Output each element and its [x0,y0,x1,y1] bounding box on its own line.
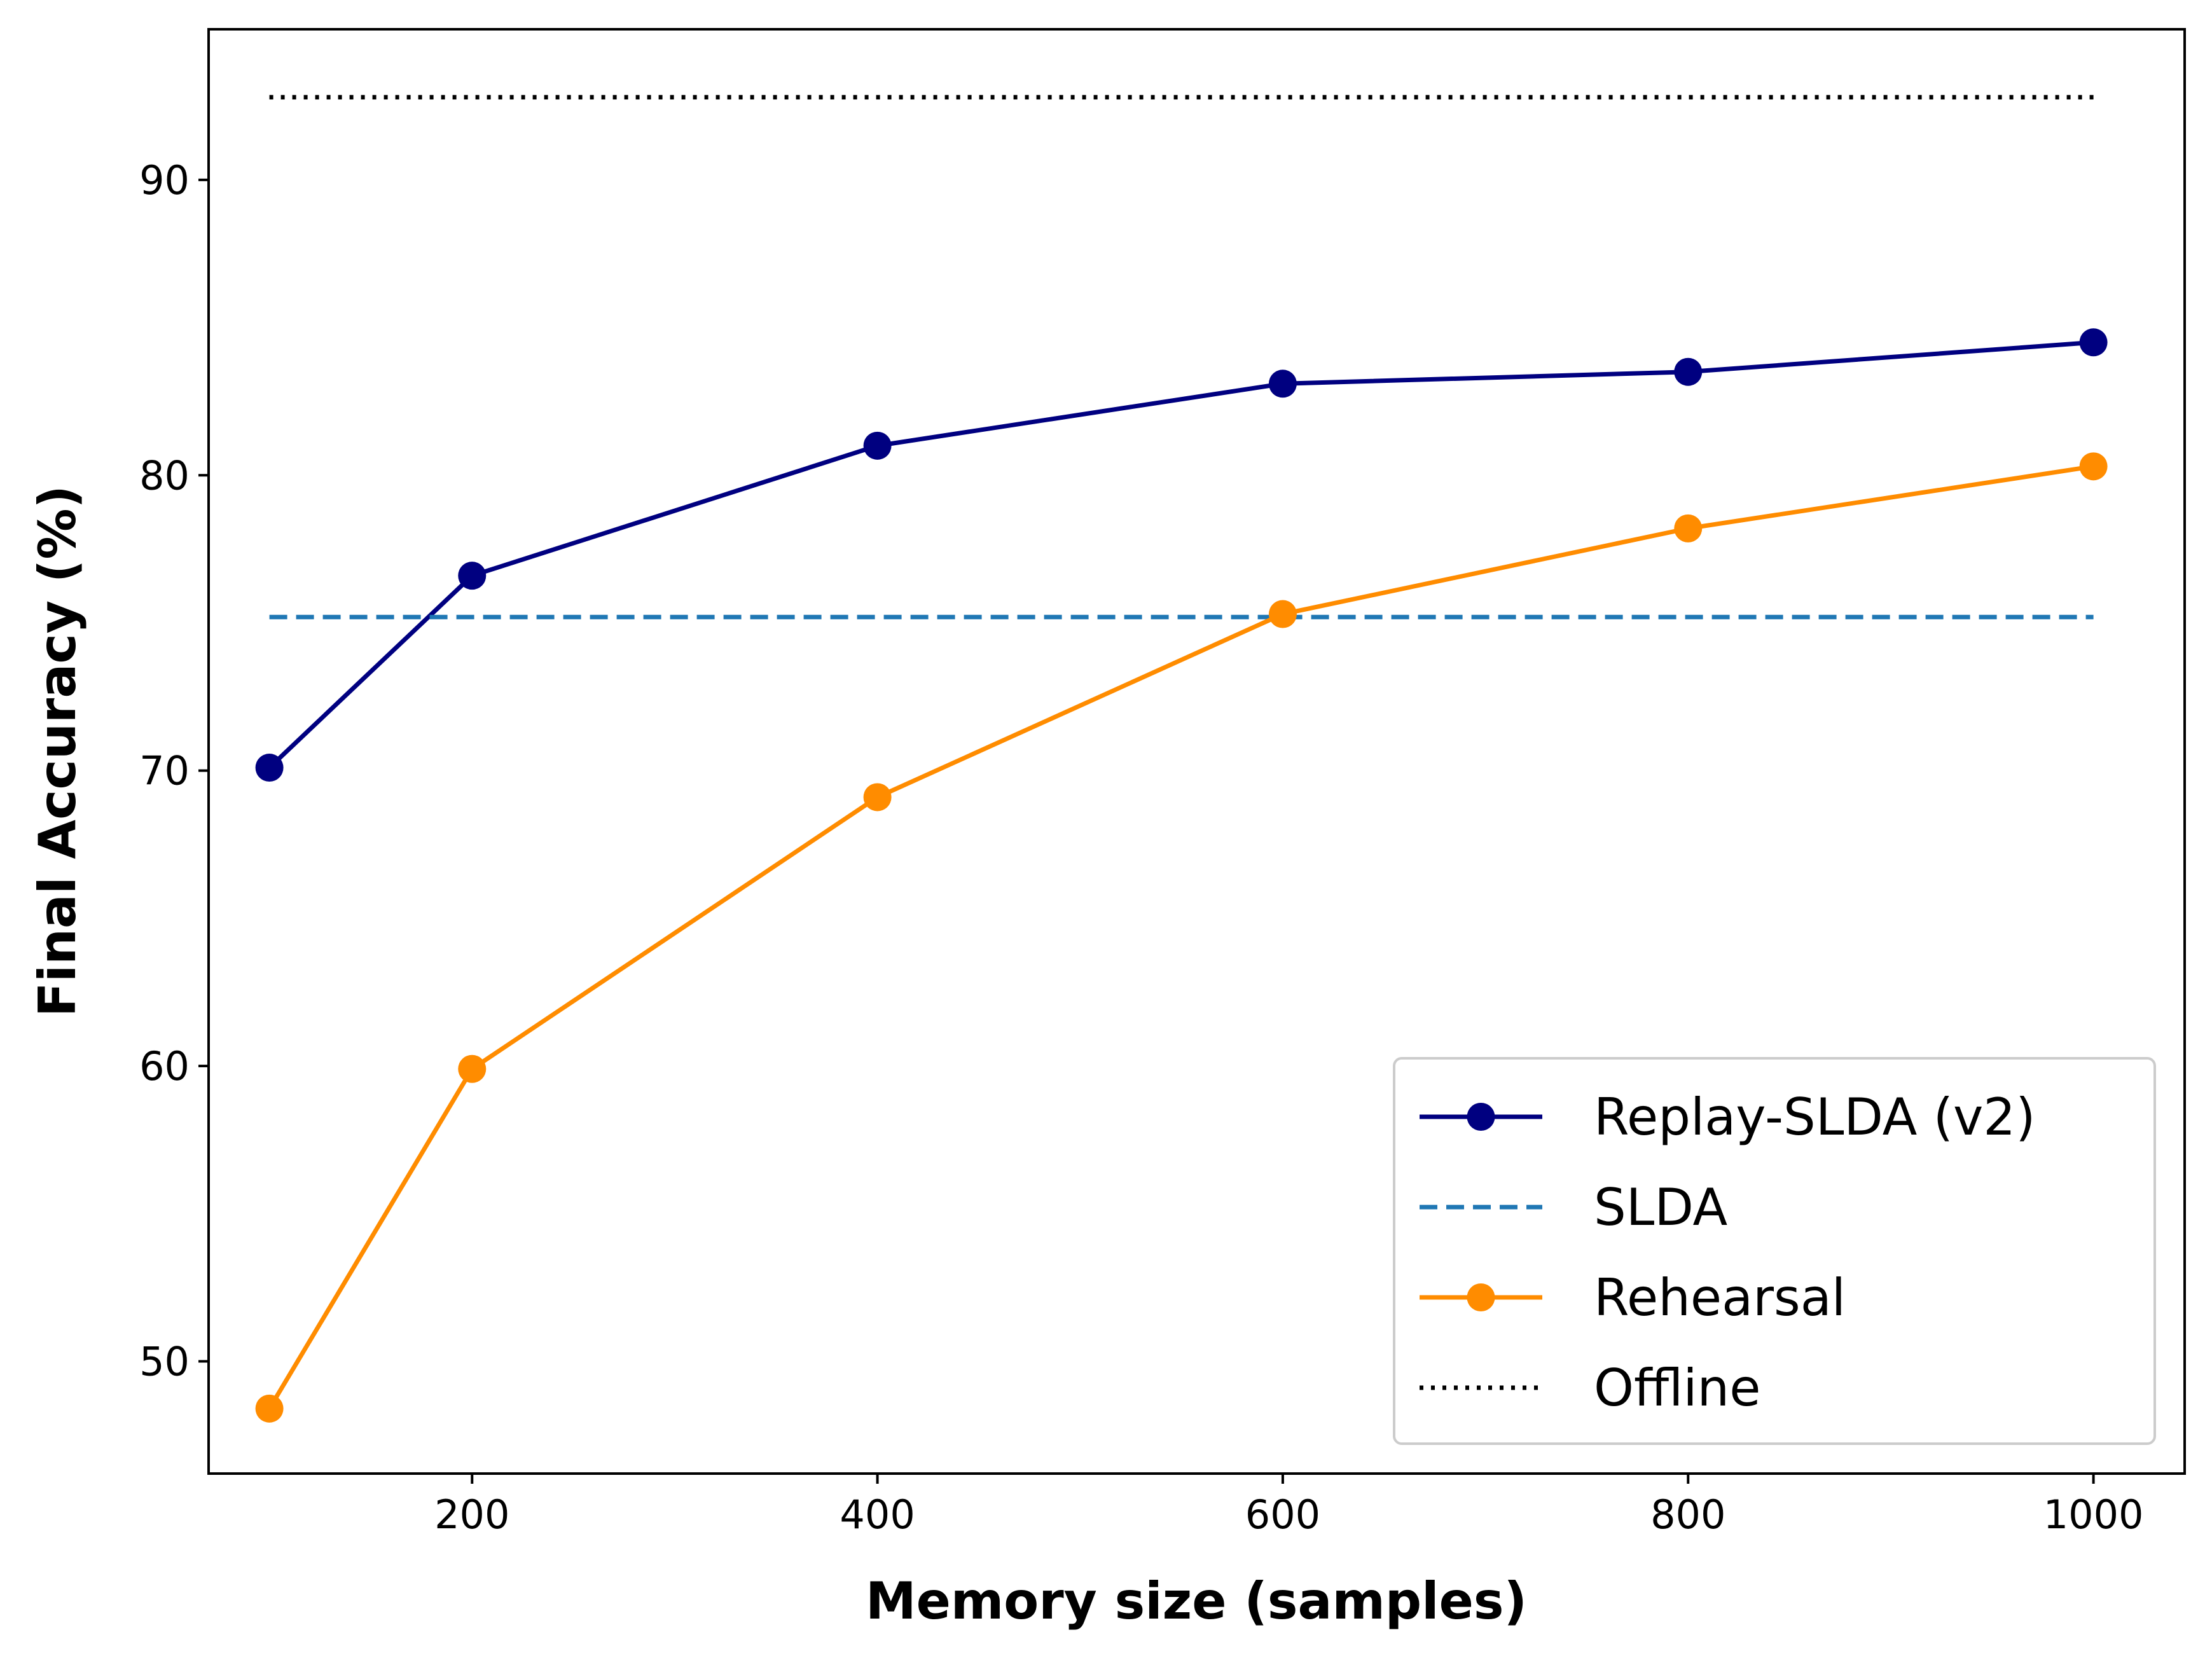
data-point-replay-slda-v2 [863,431,892,460]
x-tick-label: 400 [840,1491,915,1538]
x-tick-label: 800 [1650,1491,1725,1538]
legend-marker-replay-slda-v2 [1467,1103,1495,1131]
data-point-replay-slda-v2 [2079,328,2108,357]
data-point-rehearsal [1268,600,1297,628]
y-axis-title: Final Accuracy (%) [28,485,87,1017]
legend-label-slda: SLDA [1594,1178,1728,1237]
x-tick-label: 1000 [2043,1491,2144,1538]
series-replay-slda-v2 [255,328,2108,782]
y-tick-label: 90 [139,157,190,204]
plot-frame [207,28,2186,1475]
legend-label-rehearsal: Rehearsal [1594,1268,1846,1327]
x-tick-label: 200 [434,1491,509,1538]
data-point-replay-slda-v2 [1674,357,1703,386]
legend-box [1393,1057,2156,1445]
data-point-rehearsal [863,783,892,812]
data-point-rehearsal [1674,514,1703,542]
data-point-replay-slda-v2 [255,754,284,782]
legend-label-offline: Offline [1594,1358,1760,1418]
series-rehearsal [255,452,2108,1423]
data-point-replay-slda-v2 [458,562,487,590]
y-tick-label: 70 [139,748,190,794]
y-tick-label: 50 [139,1339,190,1385]
legend-label-replay-slda-v2: Replay-SLDA (v2) [1594,1088,2035,1147]
series-line-replay-slda-v2 [268,340,2094,770]
x-tick-label: 600 [1245,1491,1320,1538]
series-line-rehearsal [267,464,2094,1410]
data-point-replay-slda-v2 [1268,370,1297,398]
data-point-rehearsal [2079,452,2108,481]
y-tick-label: 60 [139,1043,190,1089]
data-point-rehearsal [458,1054,487,1083]
data-point-rehearsal [255,1394,284,1423]
y-tick-label: 80 [139,452,190,499]
legend-marker-rehearsal [1467,1283,1495,1311]
x-axis-title: Memory size (samples) [866,1572,1527,1631]
series-layer [255,95,2108,1423]
ticks-layer: 200 400 600 800 1000 50 60 70 80 90 [139,157,2143,1538]
